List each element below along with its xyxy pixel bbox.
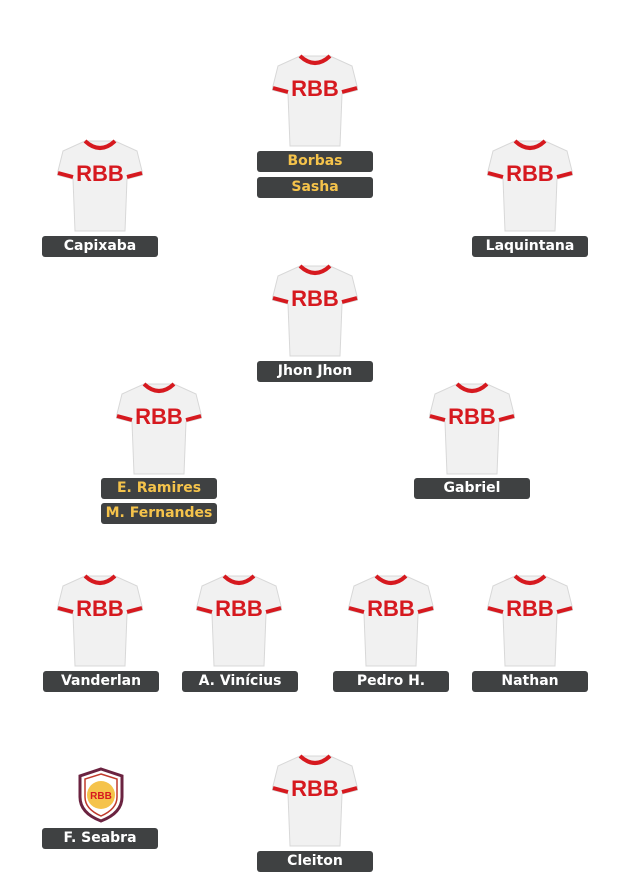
- shirt-icon: RBB: [57, 137, 143, 233]
- shirt-text: RBB: [506, 596, 554, 621]
- shirt-icon: RBB: [487, 572, 573, 668]
- shirt-text: RBB: [76, 596, 124, 621]
- shirt-icon: RBB: [57, 572, 143, 668]
- player-tag-m-fernandes: M. Fernandes: [101, 503, 217, 524]
- shirt-icon: RBB: [272, 262, 358, 358]
- shirt-icon: RBB: [196, 572, 282, 668]
- crest-text: RBB: [90, 791, 112, 802]
- player-tag-gabriel: Gabriel: [414, 478, 530, 499]
- shirt-icon: RBB: [348, 572, 434, 668]
- shirt-text: RBB: [291, 76, 339, 101]
- player-tag-borbas: Borbas: [257, 151, 373, 172]
- player-tag-laquintana: Laquintana: [472, 236, 588, 257]
- player-tag-vanderlan: Vanderlan: [43, 671, 159, 692]
- shirt-text: RBB: [448, 404, 496, 429]
- player-tag-cleiton: Cleiton: [257, 851, 373, 872]
- shirt-text: RBB: [76, 161, 124, 186]
- shirt-text: RBB: [367, 596, 415, 621]
- shirt-icon: RBB: [272, 752, 358, 848]
- player-tag-jhon-jhon: Jhon Jhon: [257, 361, 373, 382]
- player-tag-f-seabra: F. Seabra: [42, 828, 158, 849]
- shirt-text: RBB: [291, 286, 339, 311]
- shirt-text: RBB: [506, 161, 554, 186]
- player-tag-a-vinicius: A. Vinícius: [182, 671, 298, 692]
- player-tag-nathan: Nathan: [472, 671, 588, 692]
- player-tag-e-ramires: E. Ramires: [101, 478, 217, 499]
- shirt-icon: RBB: [429, 380, 515, 476]
- shirt-icon: RBB: [487, 137, 573, 233]
- shirt-icon: RBB: [272, 52, 358, 148]
- player-tag-sasha: Sasha: [257, 177, 373, 198]
- shirt-text: RBB: [291, 776, 339, 801]
- player-tag-pedro-h: Pedro H.: [333, 671, 449, 692]
- shirt-text: RBB: [215, 596, 263, 621]
- shirt-text: RBB: [135, 404, 183, 429]
- shirt-icon: RBB: [116, 380, 202, 476]
- player-tag-capixaba: Capixaba: [42, 236, 158, 257]
- club-crest-icon: RBB: [76, 767, 126, 827]
